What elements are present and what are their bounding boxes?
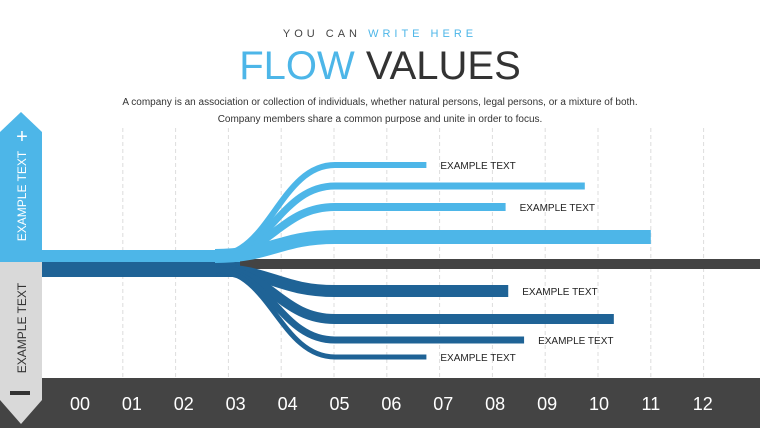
kicker-dark: YOU CAN <box>282 28 361 40</box>
page-title: FLOW VALUES <box>0 44 760 89</box>
lower-trunk <box>42 262 242 277</box>
description: A company is an association or collectio… <box>122 97 638 125</box>
tick-label: 05 <box>329 394 349 414</box>
tick-label: 03 <box>226 394 246 414</box>
lower-bar-label: EXAMPLE TEXT <box>522 287 597 298</box>
axis-bar <box>0 378 760 428</box>
tick-label: 09 <box>537 394 557 414</box>
title-accent: FLOW <box>239 44 355 88</box>
upper-trunk <box>42 250 242 263</box>
kicker: YOU CAN WRITE HERE <box>0 28 760 40</box>
tick-label: 08 <box>485 394 505 414</box>
tick-label: 10 <box>589 394 609 414</box>
tick-label: 11 <box>642 394 661 414</box>
upper-flow-bar <box>214 230 651 263</box>
tick-label: 04 <box>278 394 298 414</box>
upper-side-panel <box>0 112 42 262</box>
lower-bar-label: EXAMPLE TEXT <box>440 353 515 364</box>
minus-icon <box>10 391 30 395</box>
lower-side-label: EXAMPLE TEXT <box>15 282 29 373</box>
upper-bar-label: EXAMPLE TEXT <box>520 203 595 214</box>
baseline-bar <box>240 259 760 269</box>
lower-side-panel <box>0 262 42 424</box>
tick-label: 02 <box>174 394 194 414</box>
upper-bar-label: EXAMPLE TEXT <box>440 161 515 172</box>
upper-side-label: EXAMPLE TEXT <box>15 150 29 241</box>
plus-icon: + <box>16 126 28 148</box>
tick-label: 00 <box>70 394 90 414</box>
tick-label: 06 <box>381 394 401 414</box>
lower-flow-bar <box>214 267 427 360</box>
lower-bar-label: EXAMPLE TEXT <box>538 336 613 347</box>
tick-label: 12 <box>693 394 713 414</box>
tick-label: 07 <box>433 394 453 414</box>
tick-label: 01 <box>122 394 142 414</box>
title-dark: VALUES <box>365 44 521 88</box>
kicker-accent: WRITE HERE <box>368 28 478 40</box>
